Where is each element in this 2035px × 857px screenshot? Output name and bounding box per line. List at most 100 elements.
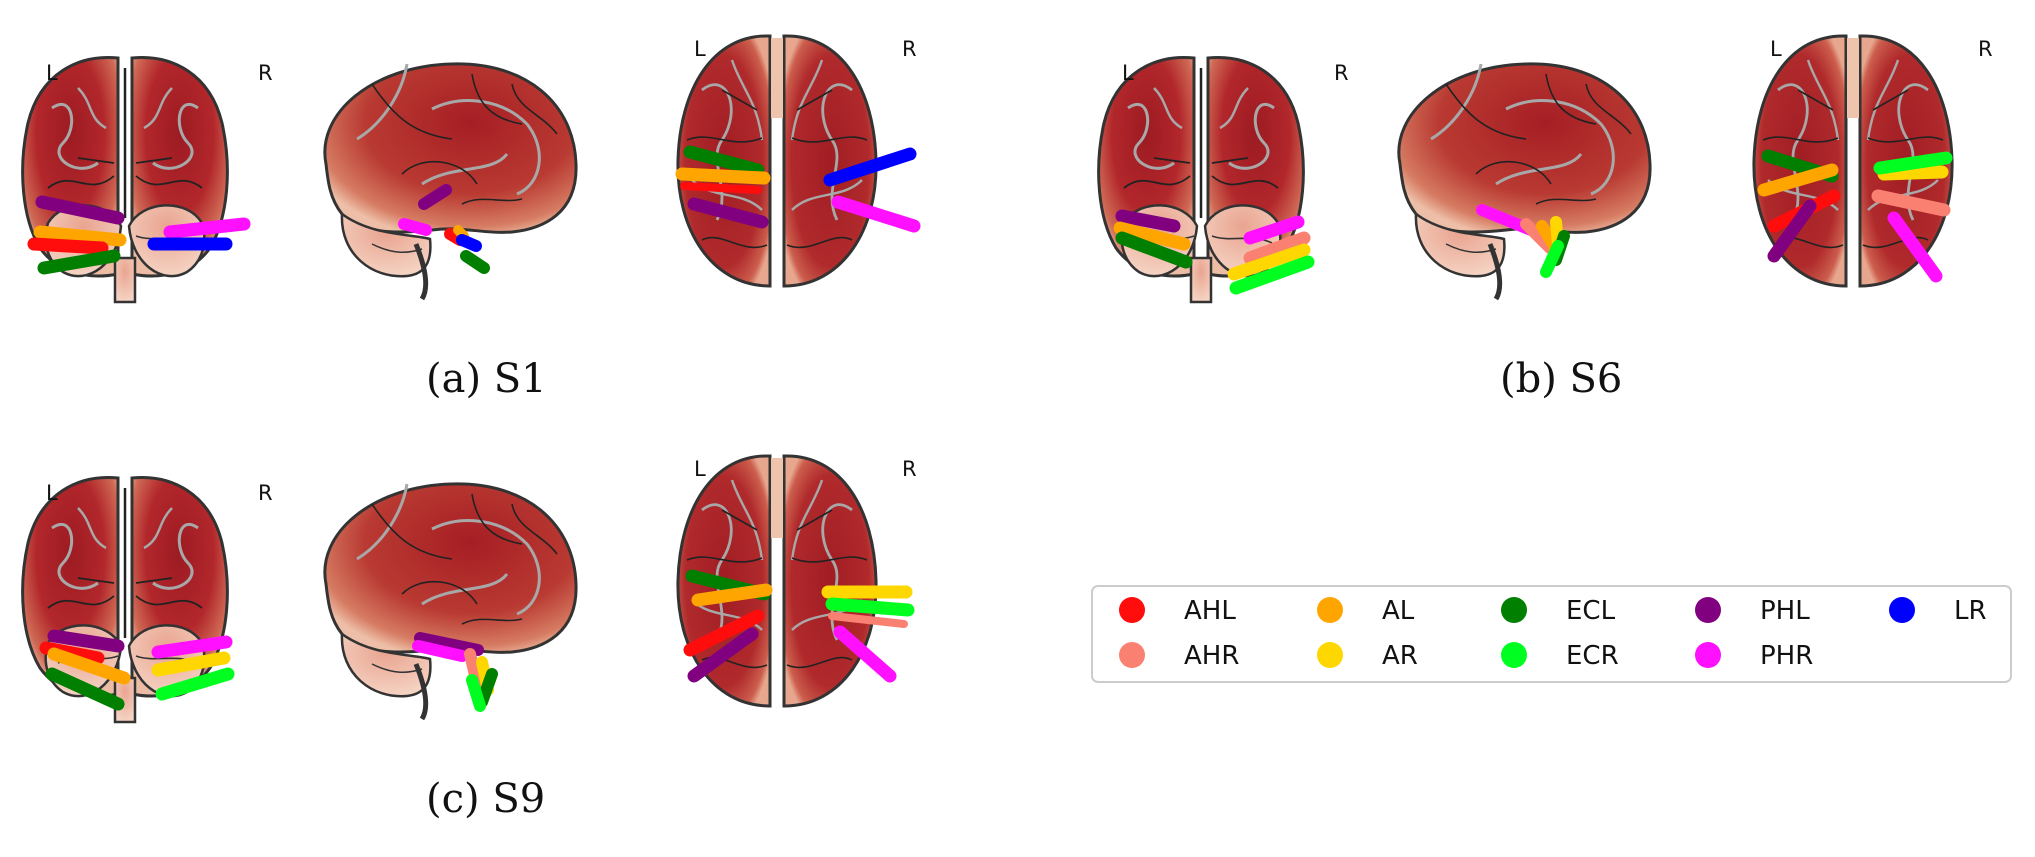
electrode-al <box>691 583 773 607</box>
legend: AHL AHR AL AR ECL ECR PHL PHR LR <box>1091 585 2012 683</box>
coronal-view-s6 <box>1097 56 1315 304</box>
electrode-ecr <box>825 597 915 617</box>
electrode-ahl <box>27 237 109 255</box>
legend-label-ecr: ECR <box>1566 641 1619 671</box>
legend-item-phr: PHR <box>1695 641 1813 671</box>
electrode-ahl <box>680 182 762 194</box>
legend-label-ecl: ECL <box>1566 596 1616 626</box>
legend-item-ecr: ECR <box>1501 641 1619 671</box>
electrode-phr <box>833 625 897 683</box>
left-label: L <box>46 481 58 505</box>
legend-item-ahl: AHL <box>1119 596 1236 626</box>
legend-marker-ahl <box>1119 597 1145 623</box>
sagittal-view-s9 <box>325 484 576 719</box>
coronal-view-s1 <box>21 56 251 304</box>
electrode-ar <box>1877 165 1949 181</box>
legend-marker-lr <box>1889 597 1915 623</box>
electrode-ecl <box>683 145 765 177</box>
legend-marker-phl <box>1695 597 1721 623</box>
panel-caption-s1: (a) S1 <box>426 356 547 402</box>
left-label: L <box>1122 61 1134 85</box>
right-label: R <box>258 61 273 85</box>
electrode-ahr <box>1243 231 1311 265</box>
electrode-ecr <box>1540 240 1564 278</box>
electrode-phr <box>412 640 468 662</box>
electrode-phl <box>1115 209 1181 233</box>
right-label: R <box>1334 61 1349 85</box>
electrode-ahr <box>828 612 908 628</box>
legend-marker-ecl <box>1501 597 1527 623</box>
electrode-al <box>33 225 127 247</box>
electrode-al <box>47 647 131 685</box>
electrode-ecr <box>466 674 486 712</box>
electrode-phl <box>35 195 125 225</box>
legend-label-phr: PHR <box>1760 641 1813 671</box>
legend-label-ahl: AHL <box>1184 596 1236 626</box>
coronal-view-s9 <box>21 476 235 724</box>
legend-label-lr: LR <box>1954 596 1987 626</box>
panel-s1: L R L R (a) S1 <box>21 34 921 402</box>
electrode-phl <box>687 627 759 683</box>
left-label: L <box>694 37 706 61</box>
electrode-phl <box>687 197 769 229</box>
electrode-al <box>1113 221 1191 251</box>
electrode-phl <box>47 629 125 653</box>
electrode-ahl <box>683 609 765 657</box>
electrode-phr <box>1887 211 1943 283</box>
legend-marker-ar <box>1317 642 1343 668</box>
electrode-ecl <box>45 667 125 711</box>
legend-item-ar: AR <box>1317 641 1418 671</box>
right-label: R <box>902 457 917 481</box>
legend-label-ahr: AHR <box>1184 641 1239 671</box>
left-label: L <box>1770 37 1782 61</box>
panel-s9: L R L R (c) S9 <box>21 454 917 822</box>
right-label: R <box>258 481 273 505</box>
left-label: L <box>46 61 58 85</box>
electrode-ar <box>1227 243 1311 281</box>
electrode-ecr <box>1873 151 1953 175</box>
legend-item-al: AL <box>1317 596 1415 626</box>
legend-marker-phr <box>1695 642 1721 668</box>
legend-item-phl: PHL <box>1695 596 1810 626</box>
legend-label-al: AL <box>1382 596 1415 626</box>
electrode-ecl <box>460 250 490 274</box>
left-label: L <box>694 457 706 481</box>
electrode-ar <box>151 651 231 677</box>
sagittal-view-s1 <box>325 64 576 299</box>
electrode-phr <box>398 218 432 236</box>
axial-view-s6 <box>1752 34 1954 288</box>
electrode-phr <box>151 635 233 659</box>
electrode-phr <box>831 195 921 233</box>
electrode-phl <box>1767 199 1817 263</box>
electrode-phl <box>418 184 452 210</box>
electrode-phr <box>1243 215 1305 245</box>
legend-marker-al <box>1317 597 1343 623</box>
right-label: R <box>1978 37 1993 61</box>
electrode-lr <box>823 147 917 187</box>
panel-caption-s9: (c) S9 <box>426 776 545 822</box>
legend-item-ahr: AHR <box>1119 641 1239 671</box>
electrode-al <box>675 167 771 185</box>
panel-s6: L R L R (b) S6 <box>1097 34 1993 402</box>
axial-view-s9 <box>676 454 915 708</box>
electrode-ecl <box>476 668 498 708</box>
electrode-ecl <box>1115 231 1193 269</box>
electrode-lr <box>456 234 482 252</box>
electrode-ecr <box>1229 255 1315 295</box>
legend-marker-ahr <box>1119 642 1145 668</box>
electrode-ahr <box>1871 189 1951 217</box>
legend-item-lr: LR <box>1889 596 1987 626</box>
electrode-phl <box>414 632 484 656</box>
panel-caption-s6: (b) S6 <box>1500 356 1622 402</box>
electrode-ecl <box>37 249 121 275</box>
legend-label-phl: PHL <box>1760 596 1810 626</box>
sagittal-view-s6 <box>1399 64 1650 299</box>
electrode-al <box>1757 163 1839 197</box>
right-label: R <box>902 37 917 61</box>
electrode-phr <box>163 217 251 239</box>
axial-view-s1 <box>675 34 921 288</box>
legend-label-ar: AR <box>1382 641 1418 671</box>
legend-item-ecl: ECL <box>1501 596 1616 626</box>
legend-marker-ecr <box>1501 642 1527 668</box>
